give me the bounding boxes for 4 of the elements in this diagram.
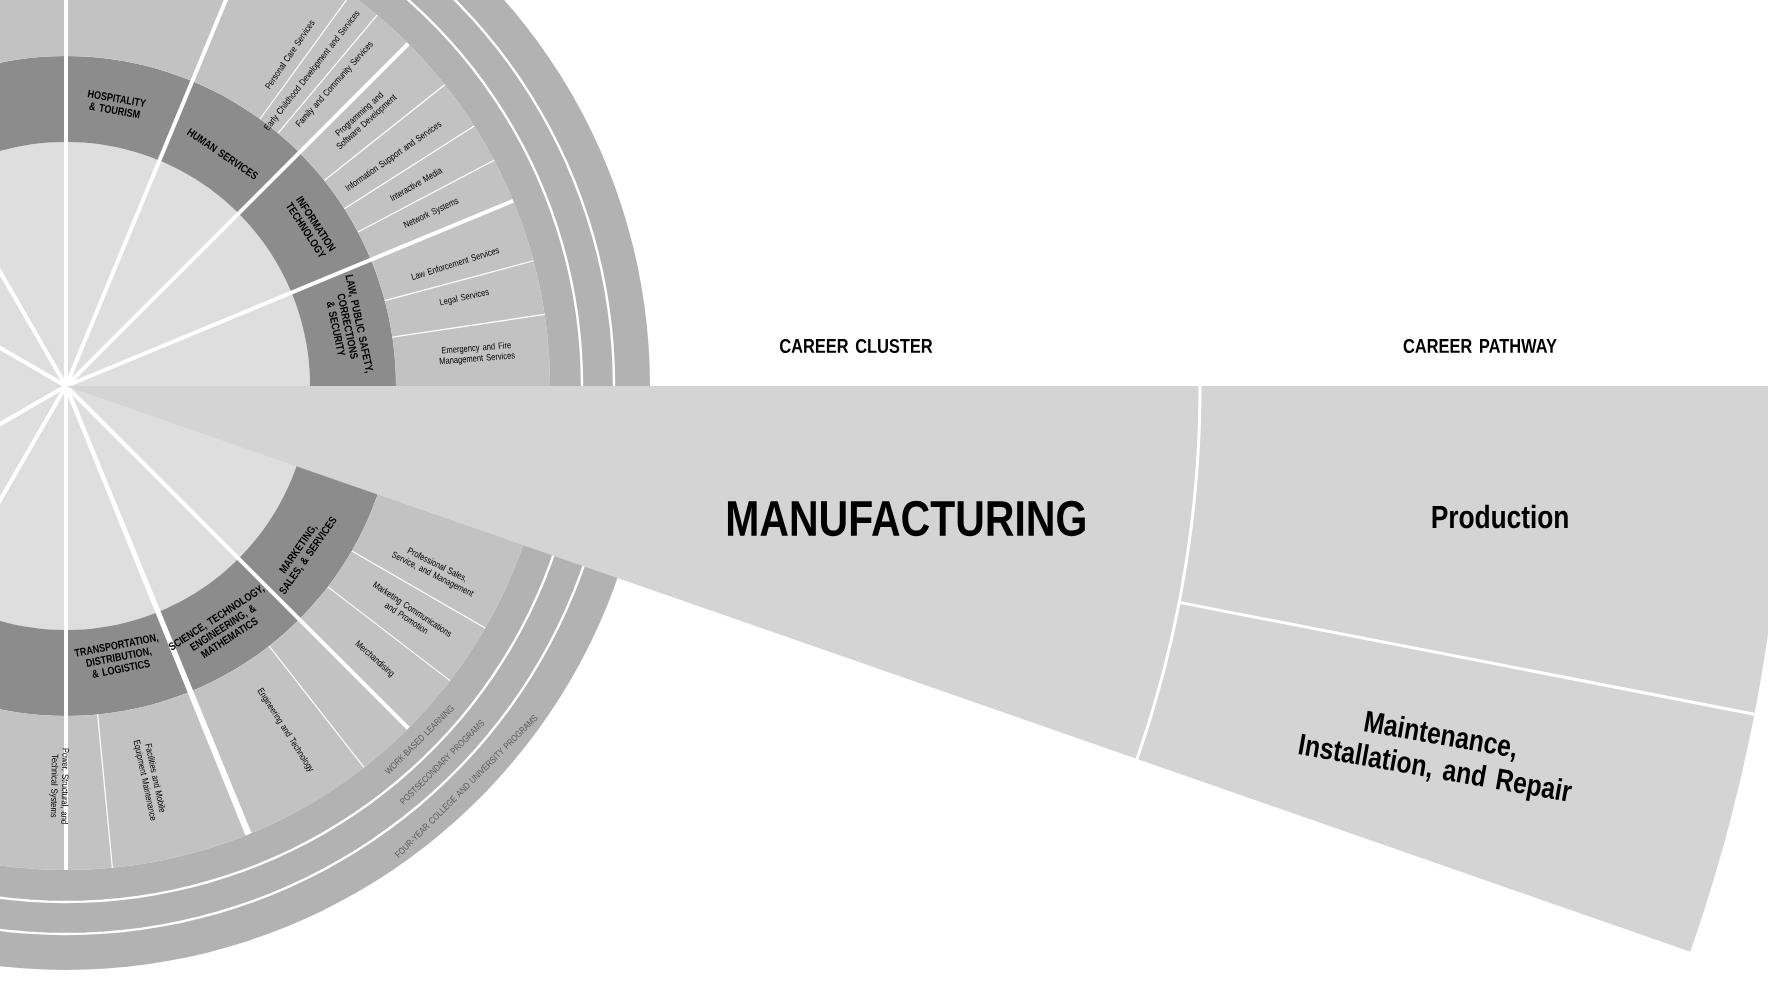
column-heading: CAREER CLUSTER [780, 338, 933, 354]
node-label: Production [1432, 504, 1568, 529]
column-heading: CAREER PATHWAY [1403, 338, 1557, 354]
node-label: MANUFACTURING [727, 500, 1085, 537]
